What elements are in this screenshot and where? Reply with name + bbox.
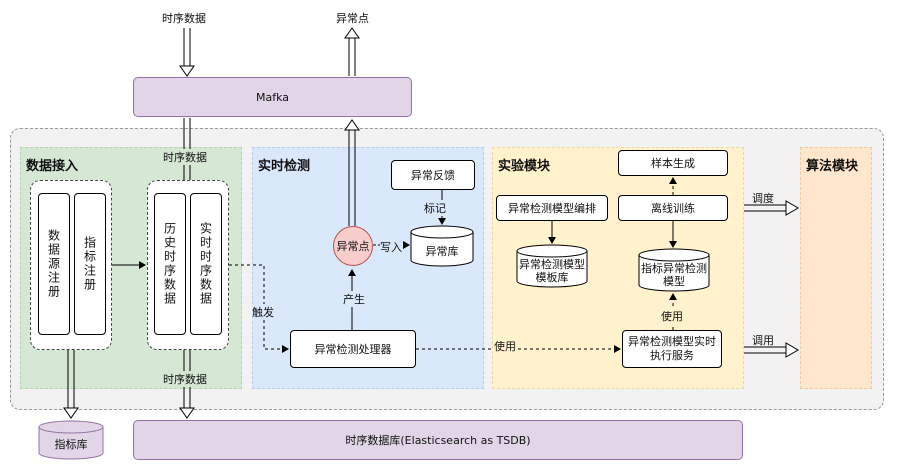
invoke-label: 调用	[752, 334, 774, 347]
metric-model-label: 指标异常检测模型	[641, 262, 707, 288]
metric-db-label: 指标库	[54, 438, 88, 451]
input-arrow	[179, 28, 195, 77]
data-ingest-title: 数据接入	[26, 159, 79, 174]
history-ts-label: 历史时序数据	[162, 222, 177, 306]
anomaly-db-icon	[410, 225, 474, 267]
tsdb-bar[interactable]: 时序数据库(Elasticsearch as TSDB)	[133, 420, 743, 460]
model-template-db-label: 异常检测模型模板库	[519, 258, 585, 284]
mark-label: 标记	[424, 200, 446, 216]
source-register-box[interactable]: 数据源注册	[38, 193, 70, 335]
tsdb-label: 时序数据库(Elasticsearch as TSDB)	[345, 434, 531, 447]
anomaly-feedback-box[interactable]: 异常反馈	[391, 160, 475, 190]
anomaly-point-node[interactable]: 异常点	[333, 226, 373, 266]
experiment-title: 实验模块	[498, 159, 551, 174]
input-ts-label: 时序数据	[162, 12, 206, 25]
sample-gen-label: 样本生成	[651, 157, 695, 170]
invoke-arrow	[744, 342, 799, 358]
anomaly-point-label: 异常点	[336, 240, 370, 253]
use-label-vertical: 使用	[661, 308, 683, 324]
offline-train-box[interactable]: 离线训练	[618, 195, 728, 221]
source-register-label: 数据源注册	[46, 229, 61, 299]
mafka-bar[interactable]: Mafka	[133, 77, 412, 117]
produce-label: 产生	[343, 291, 365, 307]
model-service-box[interactable]: 异常检测模型实时执行服务	[622, 330, 722, 368]
metric-model-cylinder[interactable]: 指标异常检测模型	[638, 248, 710, 292]
mafka-label: Mafka	[255, 90, 290, 104]
schedule-arrow	[744, 200, 799, 216]
ts-data-top-label: 时序数据	[163, 149, 207, 165]
anomaly-feedback-label: 异常反馈	[411, 169, 455, 182]
schedule-label: 调度	[752, 192, 774, 205]
anomaly-db-label: 异常库	[425, 245, 459, 258]
model-template-db-cylinder[interactable]: 异常检测模型模板库	[516, 244, 588, 288]
algorithm-title: 算法模块	[806, 159, 859, 174]
model-orchestrate-label: 异常检测模型编排	[508, 202, 596, 215]
algorithm-panel	[800, 147, 872, 389]
ts-data-bottom-label: 时序数据	[163, 371, 207, 387]
write-label: 写入	[380, 239, 402, 255]
output-anomaly-label: 异常点	[336, 12, 369, 25]
offline-train-label: 离线训练	[651, 202, 695, 215]
trigger-label: 触发	[252, 304, 274, 320]
history-ts-box[interactable]: 历史时序数据	[154, 193, 186, 335]
realtime-detect-title: 实时检测	[258, 159, 311, 174]
anomaly-to-mafka-arrow	[344, 119, 360, 226]
model-orchestrate-box[interactable]: 异常检测模型编排	[496, 195, 608, 221]
processor-box[interactable]: 异常检测处理器	[290, 330, 416, 368]
realtime-ts-box[interactable]: 实时时序数据	[190, 193, 222, 335]
processor-label: 异常检测处理器	[314, 343, 392, 356]
metric-register-label: 指标注册	[82, 236, 97, 292]
metric-register-box[interactable]: 指标注册	[74, 193, 106, 335]
model-service-label: 异常检测模型实时执行服务	[628, 335, 716, 362]
metric-db-cylinder[interactable]: 指标库	[38, 420, 104, 460]
anomaly-db-cylinder[interactable]: 异常库	[410, 225, 474, 267]
realtime-ts-label: 实时时序数据	[198, 222, 213, 306]
model-template-db-icon	[516, 244, 588, 288]
metric-db-icon	[38, 420, 104, 460]
output-arrow	[344, 27, 360, 76]
metric-model-icon	[638, 248, 710, 292]
sample-gen-box[interactable]: 样本生成	[618, 150, 728, 176]
use-label-horizontal: 使用	[494, 338, 516, 354]
